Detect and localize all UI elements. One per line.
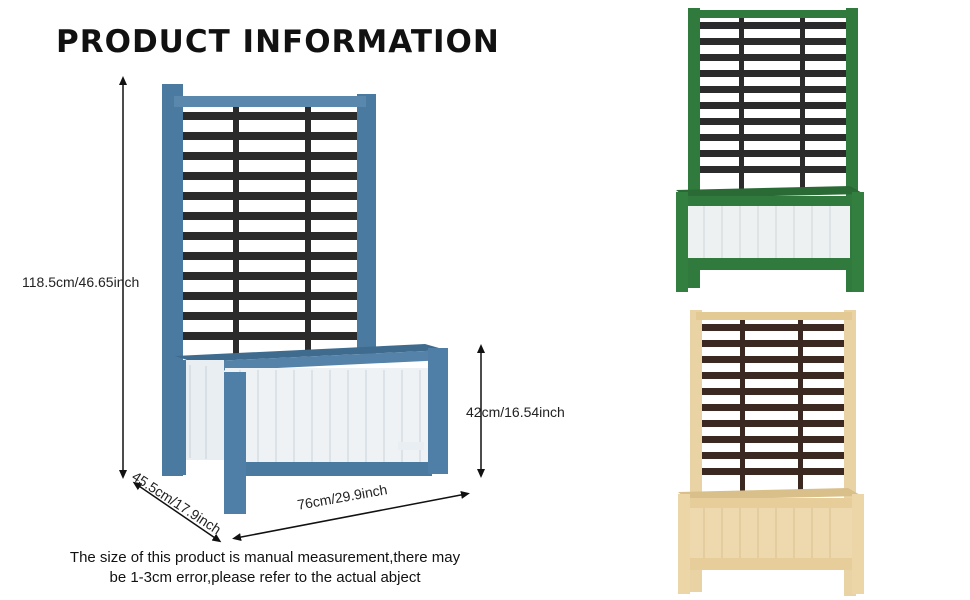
total-height-label: 118.5cm/46.65inch bbox=[22, 274, 140, 290]
green-planter-image bbox=[676, 8, 864, 292]
natural-planter-image bbox=[678, 310, 864, 596]
depth-arrow-icon bbox=[132, 481, 222, 543]
note-line-2: be 1-3cm error,please refer to the actua… bbox=[109, 569, 421, 586]
measurement-note: The size of this product is manual measu… bbox=[20, 548, 510, 588]
note-line-1: The size of this product is manual measu… bbox=[69, 549, 461, 566]
blue-planter-image bbox=[162, 84, 448, 514]
width-arrow-icon bbox=[232, 491, 470, 541]
blue-trellis-slats bbox=[178, 106, 362, 354]
planter-height-label: 42cm/16.54inch bbox=[466, 404, 565, 420]
page-title: PRODUCT INFORMATION bbox=[56, 24, 500, 60]
dimension-arrows bbox=[119, 76, 485, 543]
